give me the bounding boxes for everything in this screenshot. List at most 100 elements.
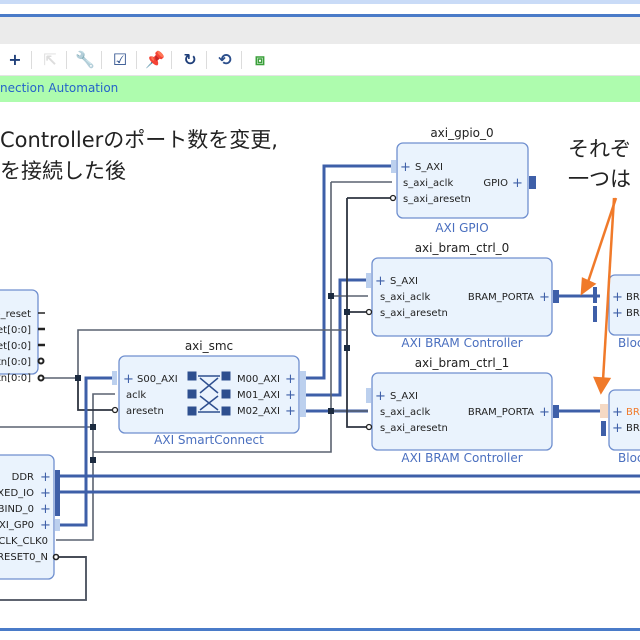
expand-icon[interactable]: + (285, 404, 296, 419)
plus-button[interactable]: + (2, 48, 28, 72)
bus-m01-to-bram0 (306, 278, 368, 397)
expand-icon[interactable]: + (612, 290, 623, 305)
port-label: M01_AXI (237, 390, 280, 401)
wire-rst-main (346, 198, 368, 428)
wires (0, 164, 640, 601)
make-external-button[interactable]: ⇱ (37, 48, 63, 72)
expand-icon[interactable]: + (512, 176, 523, 191)
diagram-toolbar: + ⇱ 🔧 ☑ 📌 ↻ ⟲ ⧈ (0, 44, 640, 76)
bus-m00-to-gpio (306, 164, 392, 380)
expand-icon[interactable]: + (612, 306, 623, 321)
toolbar-separator (136, 50, 137, 69)
highlighted-port-handle (600, 404, 608, 418)
wrench-button[interactable]: 🔧 (72, 48, 98, 72)
add-module-button[interactable]: ⧈ (247, 48, 273, 72)
junction-dot (90, 424, 96, 430)
port-label: s_axi_aclk (380, 292, 430, 303)
junction-dot (344, 345, 350, 351)
expand-icon[interactable]: + (612, 421, 623, 436)
port-label: XED_IO (0, 488, 34, 499)
junction-dot (344, 309, 350, 315)
s-axi-port-handle[interactable] (366, 273, 371, 288)
block-type-label: AXI GPIO (435, 221, 488, 235)
arrow-head-icon (580, 277, 597, 296)
expand-icon[interactable]: + (285, 388, 296, 403)
expand-icon[interactable]: + (375, 274, 386, 289)
expand-icon[interactable]: + (612, 405, 623, 420)
expand-icon[interactable]: + (40, 518, 51, 533)
s-axi-port-handle[interactable] (391, 160, 396, 173)
make-external-icon: ⇱ (43, 50, 57, 69)
block-memory-generator-1[interactable]: + BR + BR Bloc (600, 389, 640, 465)
block-processing-system[interactable]: DDR XED_IO BIND_0 AXI_GP0 CLK_CLK0 RESET… (0, 454, 60, 580)
arrow-to-bram0-line (585, 197, 618, 286)
port-label: aresetn (126, 406, 164, 417)
block-axi-smc[interactable]: axi_smc + S00_AXI aclk aresetn M00_AXI M… (111, 339, 306, 447)
refresh-icon: ↻ (183, 50, 197, 69)
toolbar-separator (241, 50, 242, 69)
port-label: DDR (12, 472, 34, 483)
block-instance-name: axi_gpio_0 (430, 126, 493, 140)
active-pane-border (0, 14, 640, 17)
port-label: GPIO (483, 178, 508, 189)
block-memory-generator-0[interactable]: + BR + BR Bloc (593, 274, 640, 350)
block-axi-gpio-0[interactable]: axi_gpio_0 + S_AXI s_axi_aclk s_axi_ares… (389, 126, 529, 235)
port-label: et[0:0] (0, 341, 31, 352)
window-top-spacer (0, 4, 640, 14)
block-instance-name: axi_smc (185, 339, 233, 353)
bus-ps-gp0-to-smc (58, 376, 113, 527)
s00-axi-port-handle[interactable] (112, 371, 117, 385)
expand-icon[interactable]: + (285, 372, 296, 387)
expand-icon[interactable]: + (40, 486, 51, 501)
refresh-button[interactable]: ↻ (177, 48, 203, 72)
port-label: s_axi_aresetn (380, 308, 448, 319)
expand-icon[interactable]: + (40, 502, 51, 517)
block-axi-bram-ctrl-1[interactable]: axi_bram_ctrl_1 + S_AXI s_axi_aclk s_axi… (365, 356, 559, 465)
expand-icon[interactable]: + (40, 470, 51, 485)
port-label: AXI_GP0 (0, 520, 34, 531)
port-label: tn[0:0] (0, 373, 31, 384)
arrow-head-icon (593, 376, 612, 395)
wire-clk-smc (92, 393, 115, 452)
port-label: RESET0_N (0, 552, 48, 563)
block-type-label: AXI BRAM Controller (401, 451, 522, 465)
run-connection-automation-link[interactable]: nection Automation (0, 81, 119, 95)
expand-icon[interactable]: + (539, 405, 550, 420)
toolbar-separator (66, 50, 67, 69)
regenerate-layout-button[interactable]: ⟲ (212, 48, 238, 72)
add-module-icon: ⧈ (254, 49, 266, 69)
expand-icon[interactable]: + (539, 290, 550, 305)
block-axi-bram-ctrl-0[interactable]: axi_bram_ctrl_0 + S_AXI s_axi_aclk s_axi… (365, 241, 559, 350)
port-label: s_axi_aresetn (380, 423, 448, 434)
port-label: M02_AXI (237, 406, 280, 417)
wrench-icon: 🔧 (75, 50, 95, 69)
junction-dot (90, 457, 96, 463)
port-label: BRAM_PORTA (468, 407, 534, 418)
crossbar-icon (187, 371, 231, 416)
annotation-text-left-1: Controllerのポート数を変更, (0, 128, 278, 152)
toolbar-separator (31, 50, 32, 69)
validate-button[interactable]: ☑ (107, 48, 133, 72)
port-label: S_AXI (390, 276, 418, 287)
s-axi-port-handle[interactable] (366, 388, 371, 403)
junction-dot (328, 293, 334, 299)
designer-assistance-banner: nection Automation (0, 76, 640, 102)
expand-icon[interactable]: + (123, 372, 134, 387)
gpio-port-stub (529, 176, 536, 189)
port-label: BIND_0 (0, 504, 34, 515)
expand-icon[interactable]: + (375, 389, 386, 404)
block-diagram-canvas[interactable]: .blk { fill:#eaf3fd; stroke:#6f8fcf; str… (0, 102, 640, 630)
pin-button[interactable]: 📌 (142, 48, 168, 72)
toolbar-separator (171, 50, 172, 69)
regenerate-layout-icon: ⟲ (218, 50, 232, 69)
block-type-label: AXI BRAM Controller (401, 336, 522, 350)
port-label: M00_AXI (237, 374, 280, 385)
block-instance-name: axi_bram_ctrl_0 (415, 241, 510, 255)
port-label: BR (626, 308, 640, 319)
port-label: S_AXI (415, 162, 443, 173)
port-label-highlighted: BR (626, 407, 640, 418)
block-proc-sys-reset[interactable]: o_reset et[0:0] et[0:0] tn[0:0] tn[0:0] (0, 289, 45, 384)
port-label: s_axi_aresetn (403, 194, 471, 205)
junction-dot (75, 375, 81, 381)
expand-icon[interactable]: + (400, 160, 411, 175)
